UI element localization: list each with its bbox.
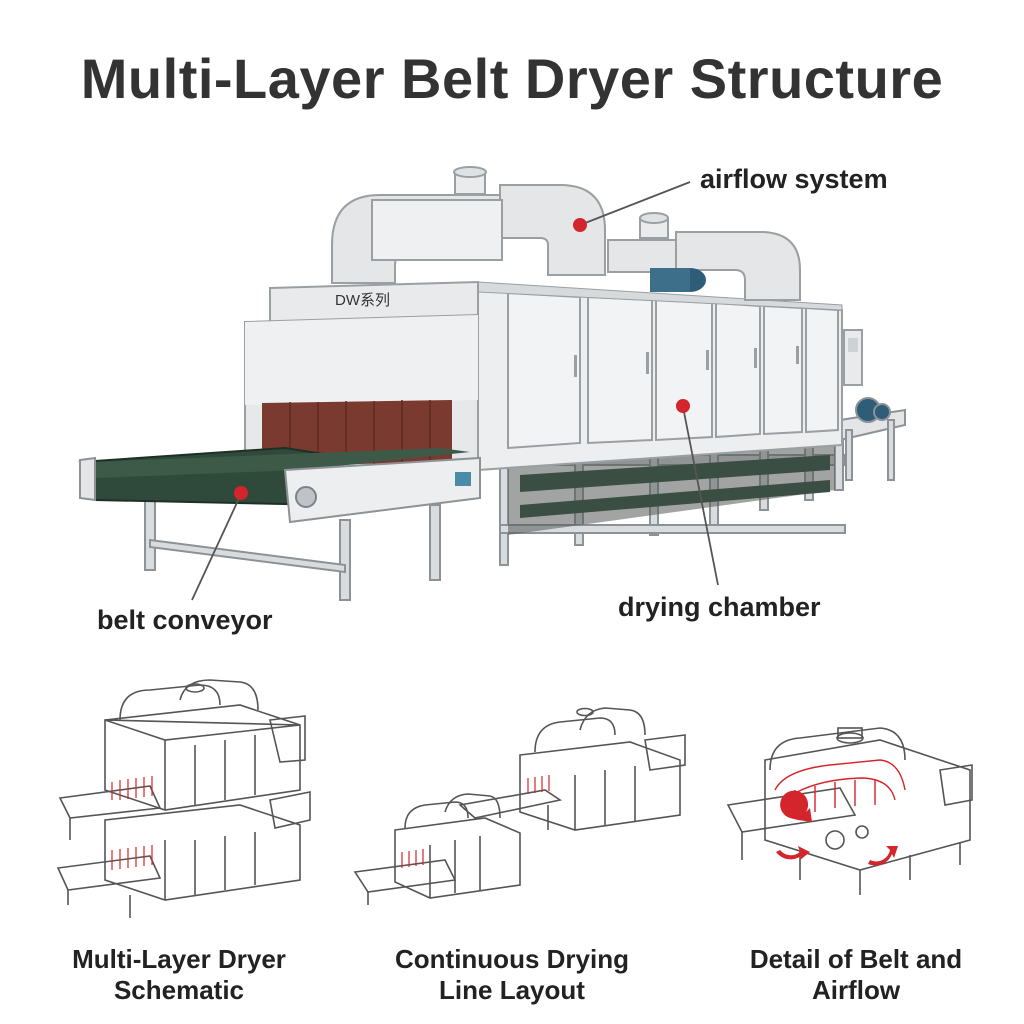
- caption-schematic: Multi-Layer Dryer Schematic: [29, 944, 329, 1006]
- caption-schematic-line2: Schematic: [113, 975, 245, 1005]
- page-title: Multi-Layer Belt Dryer Structure: [80, 47, 944, 110]
- caption-schematic-line1: Multi-Layer Dryer: [72, 944, 286, 974]
- callout-drying-chamber: drying chamber: [618, 592, 821, 622]
- caption-detail-line1: Detail of Belt and: [749, 944, 963, 974]
- callout-belt-conveyor: belt conveyor: [97, 605, 273, 635]
- caption-layout-line2: Line Layout: [439, 975, 585, 1005]
- caption-layout: Continuous Drying Line Layout: [362, 944, 662, 1006]
- dryer-machine-illustration: DW系列: [78, 166, 906, 601]
- belt-leader-line: [191, 493, 242, 601]
- model-label: DW系列: [335, 292, 390, 309]
- chamber-leader-line: [682, 406, 719, 586]
- caption-layout-line1: Continuous Drying: [395, 944, 629, 974]
- airflow-marker: [573, 218, 587, 232]
- airflow-leader-line: [579, 181, 691, 226]
- caption-detail-line2: Airflow: [811, 975, 901, 1005]
- chamber-marker: [676, 399, 690, 413]
- callout-airflow-system: airflow system: [700, 164, 888, 194]
- belt-marker: [234, 486, 248, 500]
- caption-detail: Detail of Belt and Airflow: [706, 944, 1006, 1006]
